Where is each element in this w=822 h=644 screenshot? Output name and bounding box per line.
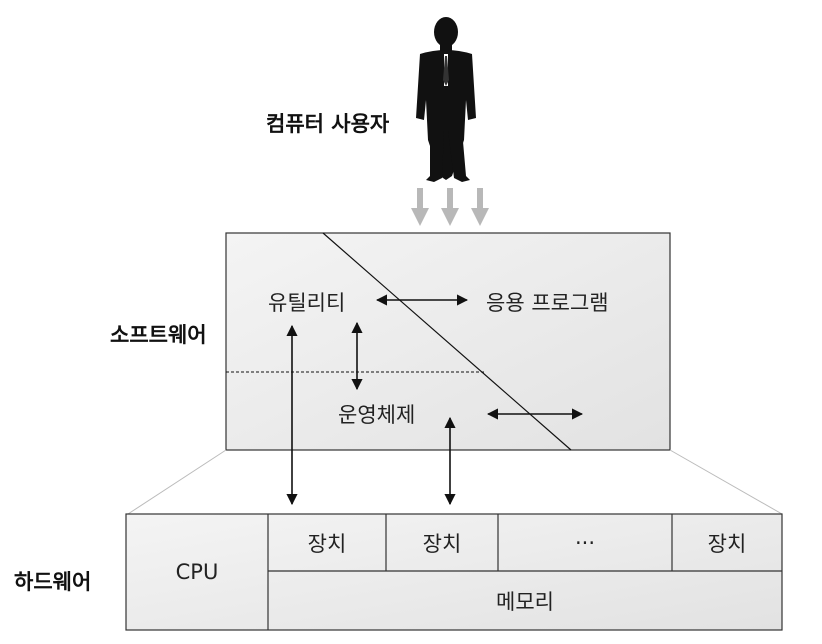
person-silhouette-icon <box>416 17 476 182</box>
device-cell-1: 장치 <box>307 531 347 556</box>
application-label: 응용 프로그램 <box>486 291 609 315</box>
utility-label: 유틸리티 <box>268 291 346 315</box>
hardware-label: 하드웨어 <box>14 570 92 594</box>
perspective-line-right <box>669 449 783 515</box>
relation-arrows <box>286 294 584 506</box>
input-arrows <box>411 188 489 226</box>
software-box <box>225 232 671 451</box>
perspective-line-left <box>127 449 227 515</box>
computer-user-label: 컴퓨터 사용자 <box>266 112 390 136</box>
hardware-box <box>125 513 783 631</box>
memory-cell: 메모리 <box>496 589 554 614</box>
device-cell-3: 장치 <box>707 531 747 556</box>
device-cell-2: 장치 <box>422 531 462 556</box>
cpu-cell: CPU <box>175 560 219 584</box>
device-cell-ellipsis: ··· <box>574 530 596 555</box>
software-label: 소프트웨어 <box>110 323 207 347</box>
os-label: 운영체제 <box>338 403 416 427</box>
